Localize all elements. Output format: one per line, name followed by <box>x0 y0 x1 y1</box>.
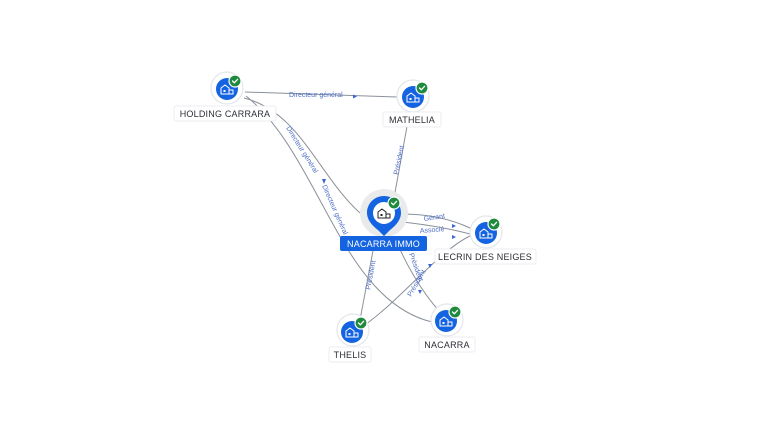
edge-holding-nacarra[interactable] <box>245 95 433 323</box>
building-icon <box>220 84 234 95</box>
edge-thelis-lecrin[interactable] <box>365 235 471 325</box>
verified-check-icon <box>354 316 368 330</box>
node-nacarra-immo-center[interactable]: NACARRA IMMO <box>340 189 427 251</box>
building-icon <box>345 327 359 338</box>
verified-check-icon <box>415 81 429 95</box>
edge-nacarra-immo-lecrin-gerant[interactable] <box>401 213 471 229</box>
edge-label-associe: Associé <box>420 226 445 235</box>
building-icon <box>377 208 391 219</box>
edge-label-nacarra-immo-mathelia: Président <box>393 145 406 175</box>
edge-nacarra-immo-lecrin-associe[interactable] <box>401 221 471 235</box>
node-label: MATHELIA <box>389 115 435 125</box>
arrow-icon <box>452 235 456 239</box>
arrow-icon <box>428 264 432 268</box>
arrow-icon <box>322 179 326 184</box>
edge-thelis-nacarra-immo[interactable] <box>359 239 376 321</box>
edge-label-gerant: Gérant <box>423 213 445 223</box>
building-icon <box>439 316 453 327</box>
node-label: NACARRA <box>424 340 469 350</box>
edge-label-holding-mathelia: Directeur général <box>289 92 343 99</box>
building-icon <box>406 92 420 103</box>
verified-check-icon <box>228 74 242 88</box>
verified-check-icon <box>448 305 462 319</box>
arrow-icon <box>452 224 456 228</box>
arrow-icon <box>353 94 357 99</box>
node-lecrin-des-neiges[interactable]: LECRIN DES NEIGES <box>434 215 537 265</box>
verified-check-icon <box>387 196 401 210</box>
node-label: LECRIN DES NEIGES <box>438 252 532 262</box>
arrow-icon <box>418 290 422 294</box>
node-label: HOLDING CARRARA <box>180 109 271 119</box>
node-holding-carrara[interactable]: HOLDING CARRARA <box>173 71 277 122</box>
verified-check-icon <box>487 217 501 231</box>
building-icon <box>479 228 493 239</box>
node-nacarra[interactable]: NACARRA <box>418 303 476 353</box>
edge-label-thelis-nacarra-immo: Président <box>365 260 378 290</box>
edge-label-holding-nacarra: Directeur général <box>320 184 348 236</box>
node-thelis[interactable]: THELIS <box>328 313 372 363</box>
center-node-label: NACARRA IMMO <box>347 239 420 249</box>
edges-layer <box>243 91 471 325</box>
edge-holding-nacarra-immo[interactable] <box>243 97 361 214</box>
edge-holding-mathelia[interactable] <box>244 91 399 98</box>
node-mathelia[interactable]: MATHELIA <box>382 79 442 128</box>
node-label: THELIS <box>334 350 367 360</box>
